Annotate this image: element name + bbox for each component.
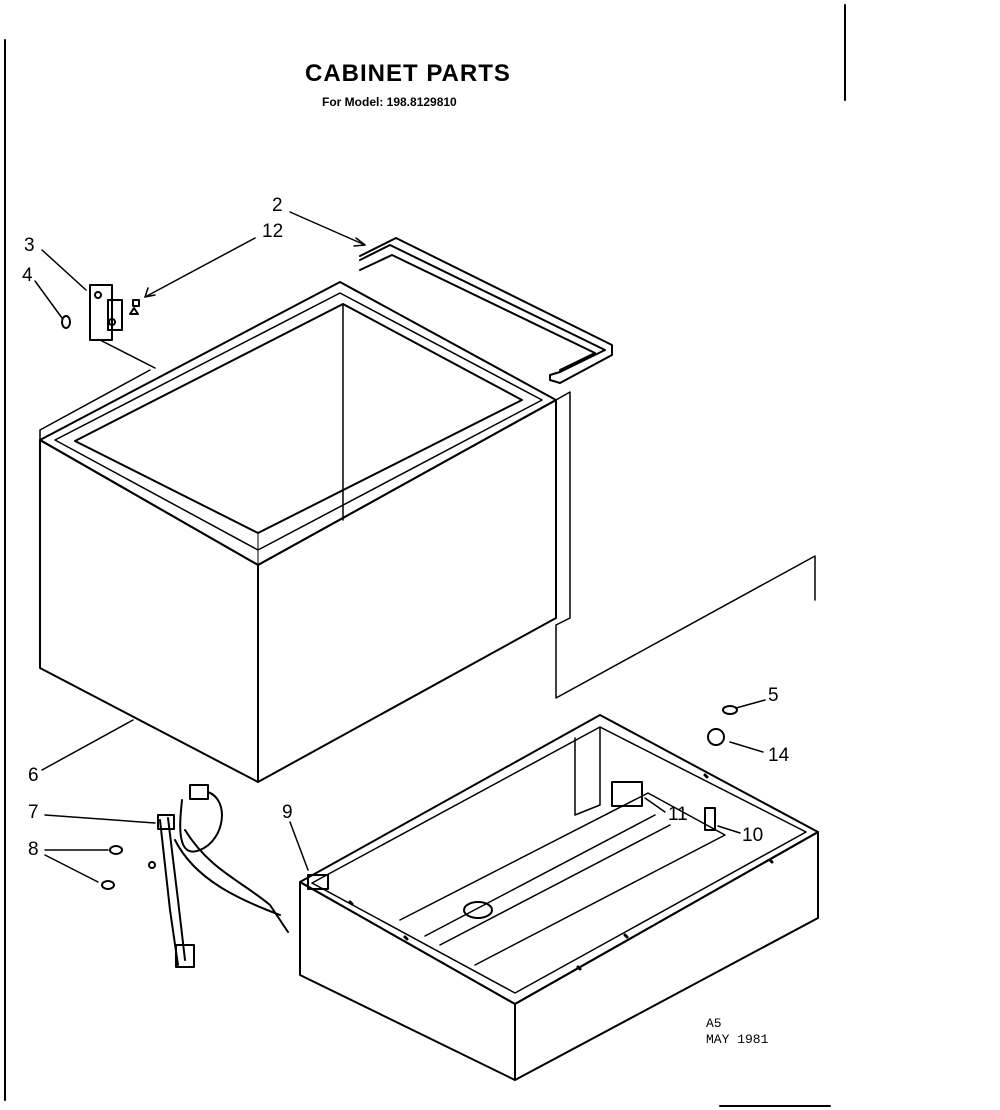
callout-14: 14 [768,745,790,766]
scan-edge-marks [4,4,846,1107]
hidden-outline [39,369,816,699]
base-tray [299,705,819,1081]
model-subtitle: For Model: 198.8129810 [322,95,457,109]
cabinet-body [39,281,557,783]
callout-12: 12 [262,221,284,242]
callout-5: 5 [768,685,779,706]
page-title: CABINET PARTS [305,60,511,87]
wiring-harness [101,784,289,968]
leader-lines [34,211,766,883]
breaker-strip [359,237,613,384]
callout-4: 4 [22,265,33,286]
revision-code: A5 [706,1016,722,1031]
callout-7: 7 [28,802,39,823]
hinge [61,284,156,369]
callout-2: 2 [272,195,283,216]
callout-11: 11 [668,804,688,825]
callout-10: 10 [742,825,764,846]
callout-9: 9 [282,802,293,823]
callout-3: 3 [24,235,35,256]
revision-date: MAY 1981 [706,1032,769,1047]
callout-6: 6 [28,765,39,786]
callout-8: 8 [28,839,39,860]
